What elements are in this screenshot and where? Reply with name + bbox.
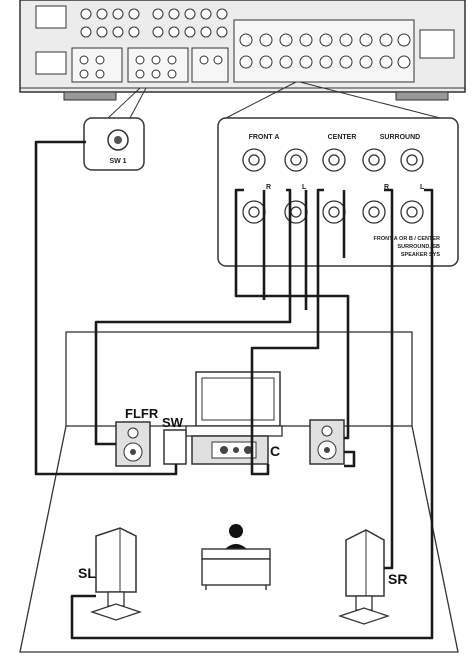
cable-surround-right [384, 188, 394, 570]
group-label-center: CENTER [328, 134, 357, 141]
speaker-cables [34, 140, 434, 640]
receiver-speaker-terminal-block [233, 19, 415, 83]
label-center: C [270, 443, 280, 459]
surround-left-speaker [89, 527, 143, 621]
label-surround-right: SR [388, 571, 407, 587]
group-label-front-a: FRONT A [249, 134, 280, 141]
cable-center [250, 188, 324, 476]
receiver-foot-left [63, 91, 117, 101]
subwoofer [163, 429, 187, 465]
cable-subwoofer [34, 140, 178, 476]
panel-note-line-2: SURROUND, SB [398, 244, 441, 250]
subwoofer-jack-label: SW 1 [109, 158, 126, 165]
cable-front-right-a [234, 188, 350, 440]
power-inlet [419, 29, 455, 59]
label-front-left-right: FLFR [125, 406, 159, 421]
label-surround-left: SL [78, 565, 96, 581]
cable-front-right-lead [344, 450, 356, 468]
front-right-speaker [309, 419, 345, 465]
surround-right-speaker [337, 529, 391, 625]
label-subwoofer: SW [162, 415, 184, 430]
channel-mark-front-l: L [302, 184, 307, 191]
listener-on-sofa [201, 524, 271, 590]
speaker-terminals-zoom: FRONT A CENTER SURROUND R L R L FRONT A … [217, 117, 459, 267]
subwoofer-jack-zoom: SW 1 [83, 117, 145, 171]
group-label-surround: SURROUND [380, 134, 420, 141]
center-speaker [191, 435, 269, 465]
cable-front-left-a [94, 188, 292, 446]
channel-mark-surround-r: R [384, 184, 389, 191]
television [185, 371, 283, 437]
channel-mark-surround-l: L [420, 184, 425, 191]
panel-note-line-1: FRONT A OR B / CENTER [373, 236, 440, 242]
front-left-speaker [115, 421, 151, 467]
cable-surround-left [70, 188, 434, 640]
receiver-rear-panel [19, 0, 466, 119]
receiver-top-jack-row [80, 8, 228, 38]
panel-note-line-3: SPEAKER SYS [401, 252, 440, 258]
receiver-foot-right [395, 91, 449, 101]
channel-mark-front-r: R [266, 184, 271, 191]
